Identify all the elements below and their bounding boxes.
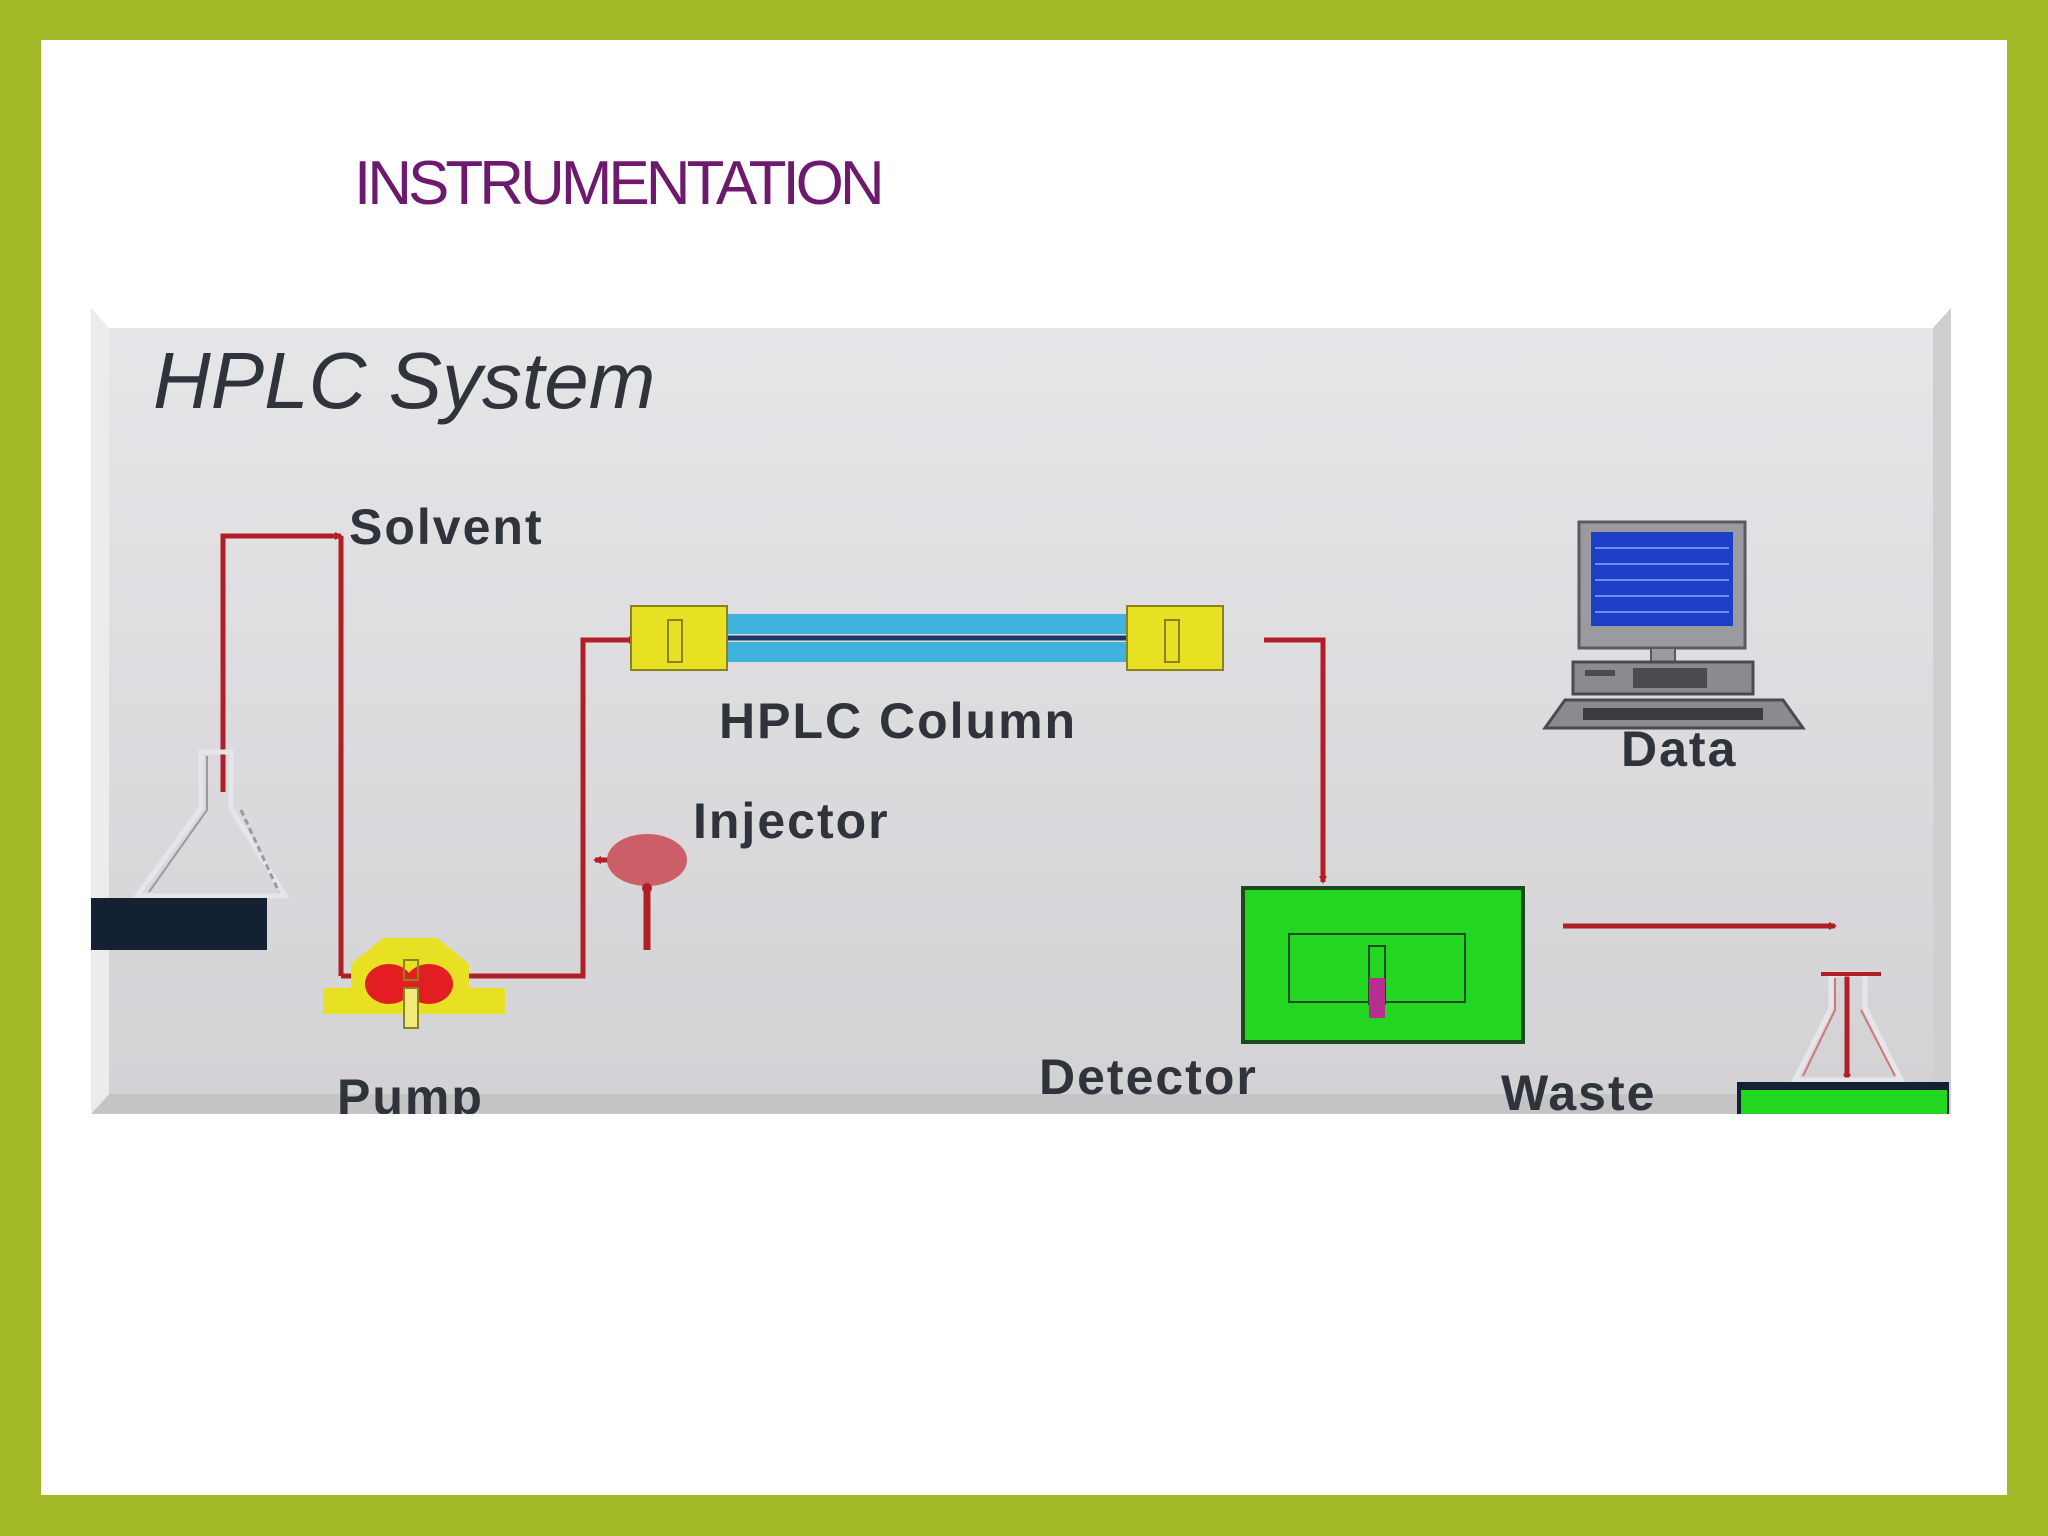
pump-label: Pump (337, 1069, 484, 1114)
column-label: HPLC Column (719, 693, 1077, 749)
injector-icon (607, 834, 687, 950)
diagram-heading: HPLC System (153, 336, 655, 425)
hplc-column-icon (630, 605, 1224, 671)
waste-flask-icon (1737, 971, 1949, 1114)
waste-label: Waste (1501, 1065, 1656, 1114)
solvent-label: Solvent (349, 499, 544, 555)
solvent-flask-icon (91, 749, 290, 950)
slide: INSTRUMENTATION HP (41, 40, 2007, 1495)
slide-title: INSTRUMENTATION (354, 149, 885, 218)
computer-icon (1542, 520, 1806, 730)
hplc-diagram-svg: HPLC System (91, 308, 1951, 1114)
hplc-diagram: HPLC System (91, 308, 1951, 1114)
pump-icon (323, 938, 505, 1029)
data-label: Data (1621, 721, 1737, 777)
detector-label: Detector (1039, 1049, 1258, 1105)
injector-label: Injector (693, 793, 890, 849)
detector-icon (1241, 886, 1525, 1044)
